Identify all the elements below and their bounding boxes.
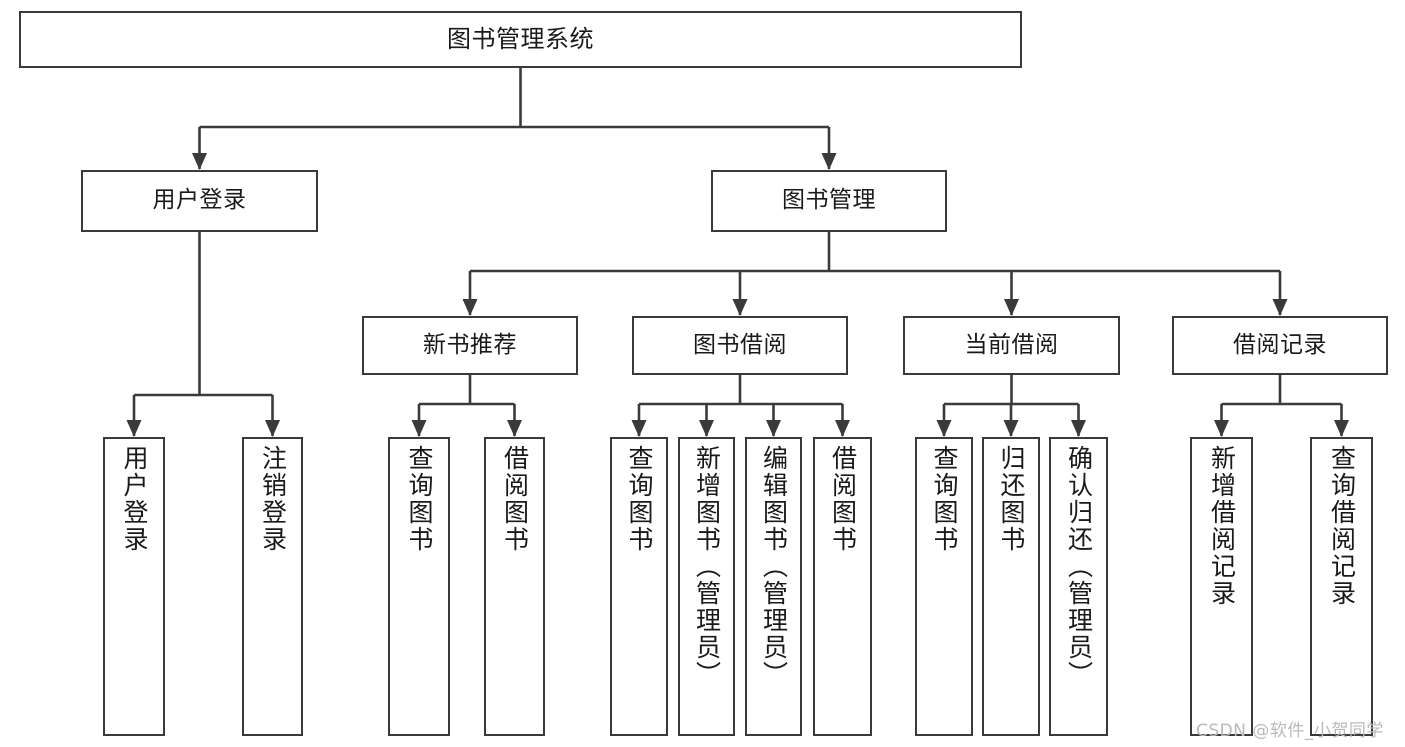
- node-label: 查询借阅记录: [1327, 445, 1357, 607]
- node-leaf10[interactable]: 归还图书: [982, 437, 1040, 736]
- edge-arrowhead: [1071, 420, 1086, 437]
- node-leaf4[interactable]: 借阅图书: [484, 437, 545, 736]
- watermark-text: CSDN @软件_小贺同学: [1196, 721, 1384, 741]
- node-label: 新书推荐: [423, 331, 517, 358]
- node-leaf8[interactable]: 借阅图书: [813, 437, 872, 736]
- edge-arrowhead: [936, 420, 952, 437]
- edge-arrowhead: [507, 420, 522, 437]
- node-records[interactable]: 借阅记录: [1172, 316, 1388, 375]
- node-label: 用户登录: [120, 445, 149, 553]
- edge-arrowhead: [126, 420, 142, 437]
- node-leaf7[interactable]: 编辑图书（管理员）: [745, 437, 802, 736]
- edge-arrowhead: [699, 420, 714, 437]
- node-label: 新增借阅记录: [1207, 445, 1237, 607]
- node-leaf2[interactable]: 注销登录: [242, 437, 303, 736]
- node-label: 编辑图书（管理员）: [759, 445, 789, 688]
- node-leaf11[interactable]: 确认归还（管理员）: [1049, 437, 1108, 736]
- node-label: 图书管理: [782, 187, 876, 214]
- node-leaf9[interactable]: 查询图书: [915, 437, 973, 736]
- node-label: 当前借阅: [964, 331, 1059, 358]
- node-borrow[interactable]: 图书借阅: [632, 316, 848, 375]
- node-leaf12[interactable]: 新增借阅记录: [1190, 437, 1253, 736]
- node-leaf13[interactable]: 查询借阅记录: [1310, 437, 1373, 736]
- edge-arrowhead: [1003, 420, 1019, 437]
- node-label: 查询图书: [405, 445, 434, 553]
- edge-arrowhead: [835, 420, 850, 437]
- edge-arrowhead: [192, 153, 207, 170]
- node-label: 新增图书（管理员）: [692, 445, 722, 688]
- node-leaf5[interactable]: 查询图书: [610, 437, 668, 736]
- node-login[interactable]: 用户登录: [81, 170, 318, 232]
- node-root[interactable]: 图书管理系统: [19, 11, 1022, 68]
- node-current[interactable]: 当前借阅: [903, 316, 1120, 375]
- node-label: 注销登录: [258, 445, 288, 553]
- edge-arrowhead: [411, 420, 427, 437]
- edge-arrowhead: [631, 420, 647, 437]
- edge-arrowhead: [1334, 420, 1349, 437]
- edge-arrowhead: [462, 299, 478, 316]
- edge-arrowhead: [1272, 299, 1288, 316]
- node-leaf3[interactable]: 查询图书: [388, 437, 450, 736]
- node-label: 确认归还（管理员）: [1064, 445, 1094, 688]
- edge-arrowhead: [732, 299, 748, 316]
- edge-arrowhead: [1004, 299, 1019, 316]
- edge-arrowhead: [766, 420, 781, 437]
- node-leaf6[interactable]: 新增图书（管理员）: [678, 437, 735, 736]
- node-leaf1[interactable]: 用户登录: [103, 437, 165, 736]
- edge-arrowhead: [265, 420, 280, 437]
- node-bookmgmt[interactable]: 图书管理: [711, 170, 947, 232]
- node-label: 查询图书: [625, 445, 654, 553]
- node-label: 查询图书: [930, 445, 959, 553]
- node-label: 图书管理系统: [447, 25, 594, 54]
- edge-arrowhead: [1214, 420, 1229, 437]
- node-label: 图书借阅: [693, 331, 787, 358]
- node-label: 借阅记录: [1233, 331, 1327, 358]
- node-newbook[interactable]: 新书推荐: [362, 316, 578, 375]
- edge-arrowhead: [821, 153, 837, 170]
- node-label: 归还图书: [997, 445, 1026, 553]
- node-label: 借阅图书: [828, 445, 858, 553]
- node-label: 借阅图书: [500, 445, 530, 553]
- node-label: 用户登录: [152, 187, 247, 214]
